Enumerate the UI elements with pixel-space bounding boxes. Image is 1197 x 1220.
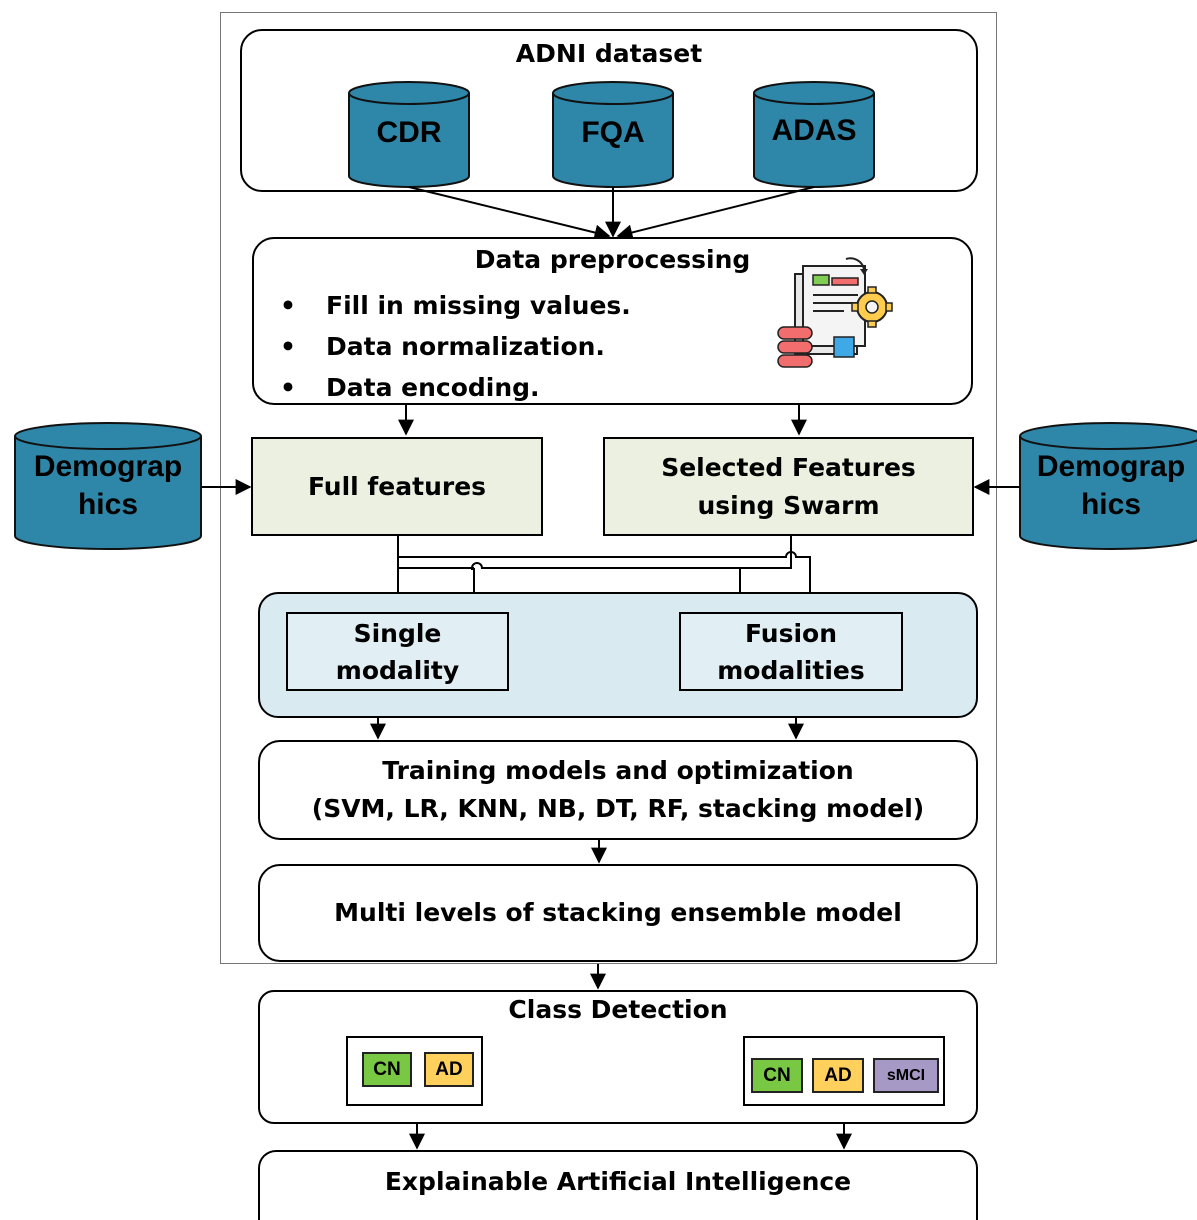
tag-ad: AD xyxy=(812,1058,864,1093)
selected-features-line2: using Swarm xyxy=(697,490,880,520)
fqa-label: FQA xyxy=(581,116,645,149)
tag-cn: CN xyxy=(362,1052,412,1087)
xai-label: Explainable Artificial Intelligence xyxy=(384,1167,852,1196)
adni-dataset-box: ADNI dataset xyxy=(240,29,978,192)
adni-source-cdr: CDR xyxy=(349,116,469,156)
demographics-right-line1: Demograp xyxy=(1036,450,1186,483)
preprocessing-step: •Fill in missing values. xyxy=(280,291,631,320)
preprocessing-step: •Data normalization. xyxy=(280,332,605,361)
selected-features-box: Selected Features using Swarm xyxy=(603,437,974,536)
tag-smci: sMCI xyxy=(873,1058,939,1093)
adni-source-fqa: FQA xyxy=(553,116,673,156)
single-modality-box: Single modality xyxy=(286,612,509,691)
training-line1: Training models and optimization xyxy=(382,756,854,785)
stacking-ensemble-box: Multi levels of stacking ensemble model xyxy=(258,864,978,962)
explainable-ai-box: Explainable Artificial Intelligence xyxy=(258,1150,978,1220)
demographics-left-line1: Demograp xyxy=(33,450,183,483)
preprocessing-steps-list: •Fill in missing values. •Data normaliza… xyxy=(280,285,631,408)
fqa-database-icon xyxy=(552,81,674,188)
data-preprocessing-title: Data preprocessing xyxy=(474,245,751,274)
data-processing-icon xyxy=(777,257,893,368)
adni-to-preprocessing-arrows xyxy=(201,186,1020,1150)
stacking-label: Multi levels of stacking ensemble model xyxy=(334,898,902,927)
demographics-right-line2: hics xyxy=(1080,488,1142,521)
single-modality-line2: modality xyxy=(335,655,460,685)
training-line2: (SVM, LR, KNN, NB, DT, RF, stacking mode… xyxy=(311,794,925,823)
fusion-modalities-box: Fusion modalities xyxy=(679,612,903,691)
preprocessing-step: •Data encoding. xyxy=(280,373,540,402)
class-detection-title: Class Detection xyxy=(508,995,728,1024)
adas-database-icon xyxy=(753,81,875,188)
database-stack-icon xyxy=(777,326,813,368)
data-preprocessing-box: Data preprocessing •Fill in missing valu… xyxy=(252,237,973,405)
cdr-database-icon xyxy=(348,81,470,188)
binary-class-group: CN AD xyxy=(346,1036,483,1106)
training-models-box: Training models and optimization (SVM, L… xyxy=(258,740,978,840)
tag-cn: CN xyxy=(751,1058,803,1093)
demographics-right-database-icon xyxy=(1019,422,1197,550)
fusion-modalities-line2: modalities xyxy=(717,655,865,685)
demographics-left-line2: hics xyxy=(77,488,139,521)
full-features-label: Full features xyxy=(307,471,487,501)
demographics-left: Demograp hics xyxy=(15,450,201,530)
adas-label: ADAS xyxy=(771,114,857,147)
cdr-label: CDR xyxy=(376,116,442,149)
adni-dataset-title: ADNI dataset xyxy=(515,39,703,68)
tag-ad: AD xyxy=(424,1052,474,1087)
multi-class-group: CN AD sMCI xyxy=(743,1036,945,1106)
demographics-right: Demograp hics xyxy=(1020,450,1197,530)
full-features-box: Full features xyxy=(251,437,543,536)
fusion-modalities-line1: Fusion xyxy=(744,618,838,648)
demographics-left-database-icon xyxy=(14,422,202,550)
selected-features-line1: Selected Features xyxy=(661,452,916,482)
adni-source-adas: ADAS xyxy=(754,114,874,154)
single-modality-line1: Single xyxy=(353,618,442,648)
